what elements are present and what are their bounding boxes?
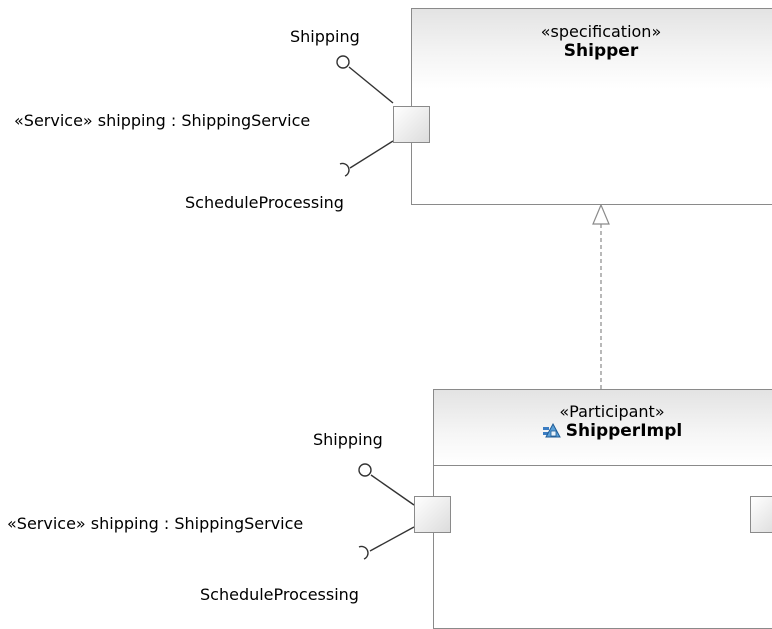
realization-arrowhead-icon [592, 203, 610, 225]
impl-socket-icon[interactable] [358, 545, 369, 560]
participant-icon [542, 422, 561, 438]
connector-layer [336, 55, 610, 560]
impl-provided-connector [370, 474, 415, 506]
shipper-impl-title: ShipperImpl [434, 421, 772, 441]
impl-required-interface-label: ScheduleProcessing [200, 585, 359, 604]
shipper-impl-name: ShipperImpl [565, 421, 683, 441]
shipper-required-interface-label: ScheduleProcessing [185, 193, 344, 212]
shipper-stereotype: «specification» [540, 22, 662, 41]
shipper-impl-right-port[interactable] [750, 496, 772, 533]
shipper-impl-header: «Participant» ShipperImpl [434, 390, 772, 466]
shipper-provided-connector [348, 66, 394, 104]
impl-required-connector [369, 526, 415, 552]
shipper-class-box[interactable]: «specification» Shipper [411, 8, 772, 205]
shipper-socket-icon[interactable] [339, 162, 350, 177]
shipper-service-port[interactable] [393, 106, 430, 143]
diagram-canvas: «specification» Shipper Shipping «Servic… [7, 8, 772, 629]
impl-port-label: «Service» shipping : ShippingService [7, 514, 304, 533]
shipper-header: «specification» Shipper [412, 9, 772, 89]
shipper-impl-service-port[interactable] [414, 496, 451, 533]
shipper-impl-stereotype: «Participant» [559, 402, 665, 421]
impl-provided-interface-label: Shipping [313, 430, 383, 449]
shipper-name: Shipper [563, 41, 639, 61]
shipper-provided-interface-label: Shipping [290, 27, 360, 46]
shipper-port-label: «Service» shipping : ShippingService [14, 111, 311, 130]
shipper-required-connector [349, 140, 394, 169]
shipper-lollipop-icon[interactable] [336, 55, 350, 69]
impl-lollipop-icon[interactable] [358, 463, 372, 477]
shipper-impl-class-box[interactable]: «Participant» ShipperImpl [433, 389, 772, 629]
